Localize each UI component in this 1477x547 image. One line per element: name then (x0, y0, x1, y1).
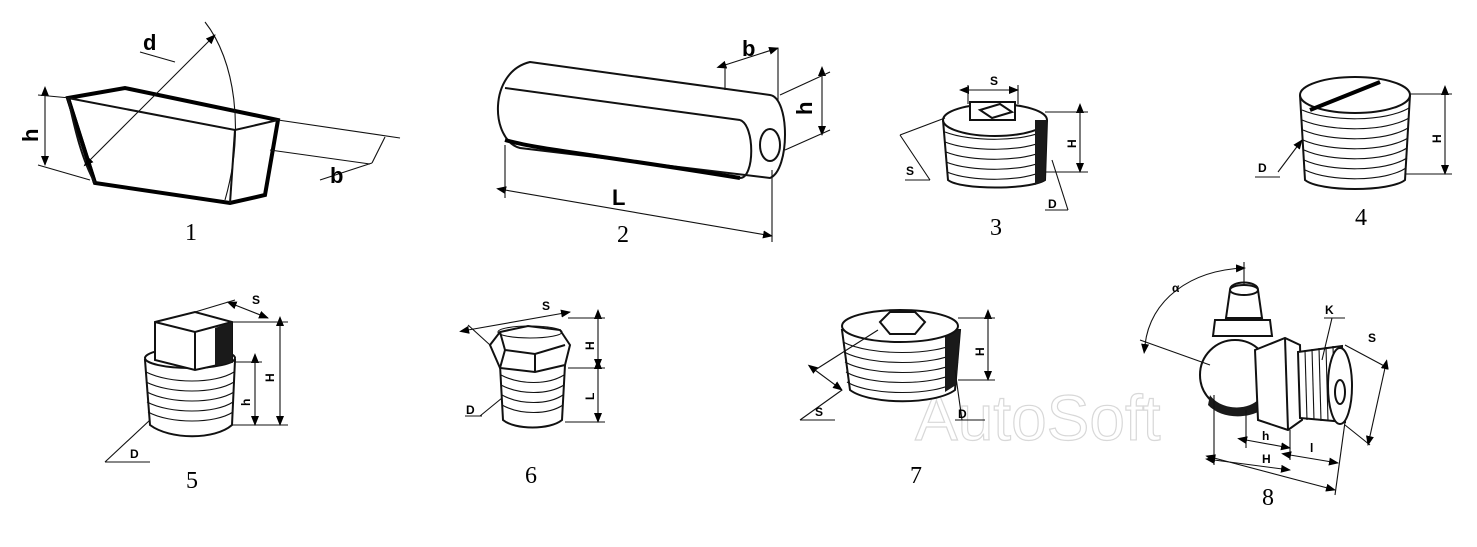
figure-5-square-head-plug: S H h D 5 (104, 293, 288, 494)
fig7-label-S: S (815, 405, 823, 419)
fig1-label-b: b (330, 163, 343, 188)
figure-1-segment-key: d h b 1 (18, 21, 401, 246)
fig6-label-S: S (542, 299, 550, 313)
fig2-number: 2 (617, 222, 629, 248)
fig3-label-S-top: S (990, 74, 998, 88)
fig2-label-L: L (612, 185, 625, 210)
watermark-text: AutoSoft (915, 382, 1161, 454)
fig6-label-D: D (466, 403, 475, 417)
fig5-label-h: h (239, 399, 253, 406)
fig5-label-S: S (252, 293, 260, 307)
figure-6-hex-head-plug: S H L D 6 (459, 299, 605, 489)
figure-4-slotted-plug: H D 4 (1255, 76, 1452, 231)
fig8-label-h: h (1262, 429, 1269, 443)
fig8-label-S: S (1368, 331, 1376, 345)
fig2-label-b: b (742, 36, 755, 61)
fig7-label-H: H (973, 347, 987, 356)
fig7-number: 7 (910, 463, 922, 489)
fig8-label-l: l (1310, 441, 1313, 455)
fig8-label-alpha: α (1172, 281, 1180, 295)
fig4-number: 4 (1355, 205, 1367, 231)
fig8-label-K: K (1325, 303, 1334, 317)
fig5-number: 5 (186, 468, 198, 494)
fig8-number: 8 (1262, 485, 1274, 511)
fig1-label-h: h (18, 129, 43, 142)
fig3-number: 3 (990, 215, 1002, 241)
figure-3-threaded-plug: S S H D 3 (899, 74, 1088, 241)
fig6-number: 6 (525, 463, 537, 489)
fig5-label-H: H (263, 373, 277, 382)
fig1-number: 1 (185, 220, 197, 246)
fig8-label-H: H (1262, 452, 1271, 466)
figure-2-round-end-key: b h L 2 (496, 36, 831, 248)
fig6-label-H: H (583, 341, 597, 350)
figure-7-hex-socket-plug: H S D 7 (799, 309, 995, 489)
fig3-label-H: H (1065, 139, 1079, 148)
fig2-label-h: h (792, 102, 817, 115)
fig3-label-D: D (1048, 197, 1057, 211)
fig3-label-S-side: S (906, 164, 914, 178)
fig7-label-D: D (958, 407, 967, 421)
fig4-label-D: D (1258, 161, 1267, 175)
fig4-label-H: H (1430, 134, 1444, 143)
fig5-label-D: D (130, 447, 139, 461)
fig1-label-d: d (143, 30, 156, 55)
figure-8-grease-fitting: α K S h H l 8 (1139, 262, 1389, 511)
fig6-label-L: L (583, 393, 597, 400)
